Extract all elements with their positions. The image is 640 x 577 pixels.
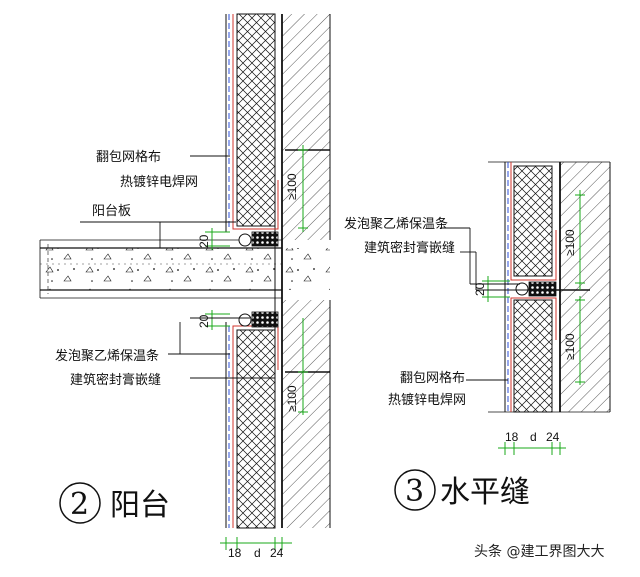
right-insulation-upper (513, 165, 553, 277)
right-dim-24: 24 (546, 430, 560, 444)
right-dimensions (482, 190, 585, 455)
left-mesh-red-upper (232, 14, 279, 230)
right-mesh-label-1: 翻包网格布 (400, 370, 465, 386)
left-caption-circle (59, 482, 101, 524)
right-dim-d: d (530, 430, 537, 444)
balcony-label: 阳台板 (92, 204, 131, 219)
right-sealant (528, 281, 557, 297)
left-dim-upper-100: ≥100 (285, 173, 299, 200)
left-wall-upper (282, 14, 330, 240)
right-dim-gap: 20 (473, 282, 487, 296)
right-sealant-label: 建筑密封膏嵌缝 (364, 240, 455, 256)
left-dim-18: 18 (228, 546, 242, 560)
left-dim-top-gap: 20 (197, 234, 211, 248)
right-dim-upper-100: ≥100 (563, 229, 577, 256)
left-caption-text: 阳台 (110, 488, 170, 523)
left-mesh-label-1: 翻包网格布 (96, 149, 161, 165)
left-dim-lower-100: ≥100 (285, 385, 299, 412)
left-insulation-upper (236, 13, 276, 227)
right-detail: ≥100 ≥100 20 18 d 24 发泡聚乙烯保温条 建筑密封膏嵌缝 翻包… (344, 161, 611, 511)
left-dimensions (205, 145, 308, 550)
right-caption-text: 水平缝 (440, 475, 530, 510)
left-foam-label: 发泡聚乙烯保温条 (55, 348, 159, 364)
left-foam-rod-lower (238, 313, 252, 327)
left-insulation-lower (236, 329, 276, 529)
right-caption-circle (394, 469, 436, 511)
right-dim-lower-100: ≥100 (563, 333, 577, 360)
left-sealant-label: 建筑密封膏嵌缝 (70, 372, 161, 388)
right-dim-18: 18 (505, 430, 519, 444)
right-mesh-label-2: 热镀锌电焊网 (388, 392, 466, 408)
left-caption-number: 2 (70, 487, 89, 522)
left-dim-bottom-gap: 20 (197, 314, 211, 328)
left-dim-24: 24 (270, 546, 284, 560)
right-caption-number: 3 (405, 474, 424, 509)
right-wall (560, 162, 610, 412)
left-mesh-label-2: 热镀锌电焊网 (120, 174, 198, 190)
left-foam-rod-upper (238, 233, 252, 247)
right-foam-rod (515, 282, 529, 296)
left-sealant-lower (251, 311, 279, 328)
left-dim-d: d (254, 546, 261, 560)
balcony-slab (40, 248, 330, 290)
right-mesh-red-upper (510, 162, 557, 281)
right-mesh-red-lower (510, 297, 557, 412)
right-insulation-lower (513, 299, 553, 413)
left-detail: ≥100 ≥100 20 20 18 d 24 翻包网格布 热镀锌电焊网 阳台板… (39, 13, 331, 560)
right-foam-label: 发泡聚乙烯保温条 (344, 216, 448, 232)
left-wall-lower (282, 300, 330, 528)
watermark-text: 头条 @建工界图大大 (474, 543, 604, 560)
left-sealant-upper (251, 231, 279, 247)
